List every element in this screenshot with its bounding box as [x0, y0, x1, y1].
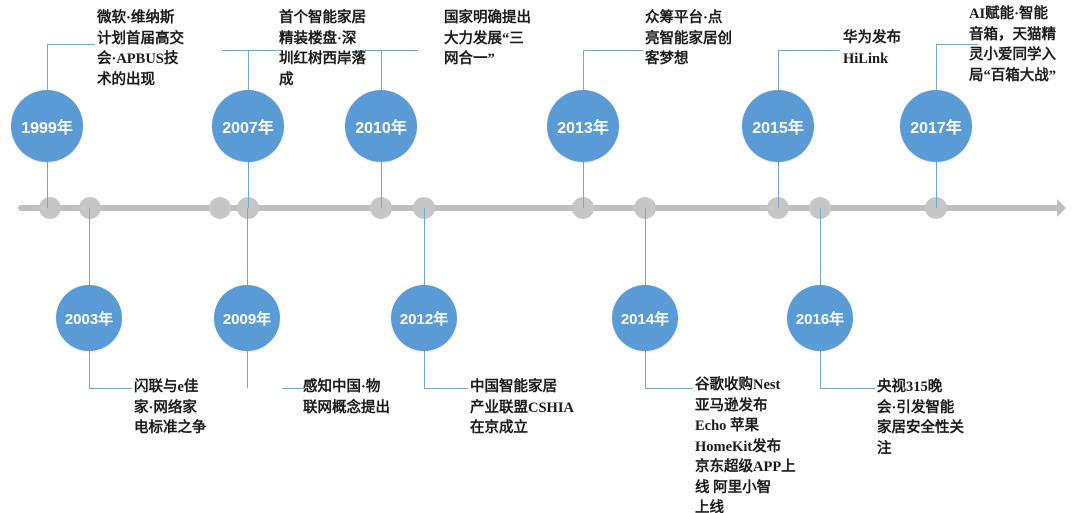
axis-dot [370, 197, 392, 219]
connector-2003-h [89, 388, 132, 389]
year-bubble-2009[interactable]: 2009年 [214, 285, 280, 351]
axis-dot [237, 197, 259, 219]
connector-2007-h [222, 50, 282, 51]
connector-2009-h [282, 388, 304, 389]
year-bubble-2015[interactable]: 2015年 [742, 90, 814, 162]
event-label-2012: 中国智能家居 产业联盟CSHIA 在京成立 [470, 379, 574, 436]
connector-2015-h [778, 50, 840, 51]
event-label-2013: 众筹平台·点 亮智能家居创 客梦想 [645, 10, 732, 67]
axis-dot [925, 197, 947, 219]
year-bubble-2012[interactable]: 2012年 [391, 285, 457, 351]
year-bubble-2017[interactable]: 2017年 [900, 90, 972, 162]
axis-dot [39, 197, 61, 219]
event-label-2014: 谷歌收购Nest 亚马逊发布 Echo 苹果 HomeKit发布 京东超级APP… [695, 377, 796, 513]
connector-2012-h [424, 388, 468, 389]
event-label-2003: 闪联与e佳 家·网络家 电标准之争 [134, 379, 207, 436]
axis-dot [209, 197, 231, 219]
event-label-2007: 首个智能家居 精装楼盘·深 圳红树西岸落 成 [279, 10, 366, 88]
year-bubble-2010[interactable]: 2010年 [345, 90, 417, 162]
arrow-right-icon [1040, 199, 1066, 217]
year-bubble-2003[interactable]: 2003年 [56, 285, 122, 351]
event-label-2015: 华为发布 HiLink [843, 30, 901, 67]
axis-dot [572, 197, 594, 219]
event-label-1999: 微软·维纳斯 计划首届高交 会·APBUS技 术的出现 [97, 10, 184, 88]
year-bubble-2016[interactable]: 2016年 [787, 285, 853, 351]
event-label-2017: AI赋能·智能 音箱，天猫精 灵小爱同学入 局“百箱大战” [969, 6, 1056, 84]
axis-dot [79, 197, 101, 219]
connector-2017-h [936, 44, 978, 45]
year-bubble-1999[interactable]: 1999年 [11, 90, 83, 162]
event-label-2010: 国家明确提出 大力发展“三 网合一” [444, 10, 531, 67]
year-bubble-2013[interactable]: 2013年 [547, 90, 619, 162]
connector-2013-h [583, 50, 643, 51]
year-bubble-2007[interactable]: 2007年 [212, 90, 284, 162]
connector-1999-h [47, 44, 95, 45]
axis-dot [767, 197, 789, 219]
year-bubble-2014[interactable]: 2014年 [612, 285, 678, 351]
timeline-axis [18, 205, 1054, 211]
event-label-2009: 感知中国·物 联网概念提出 [303, 379, 390, 416]
connector-2010-h [358, 50, 418, 51]
event-label-2016: 央视315晚 会·引发智能 家居安全性关 注 [877, 379, 964, 457]
connector-2014-h [645, 388, 693, 389]
connector-2016-h [820, 388, 875, 389]
